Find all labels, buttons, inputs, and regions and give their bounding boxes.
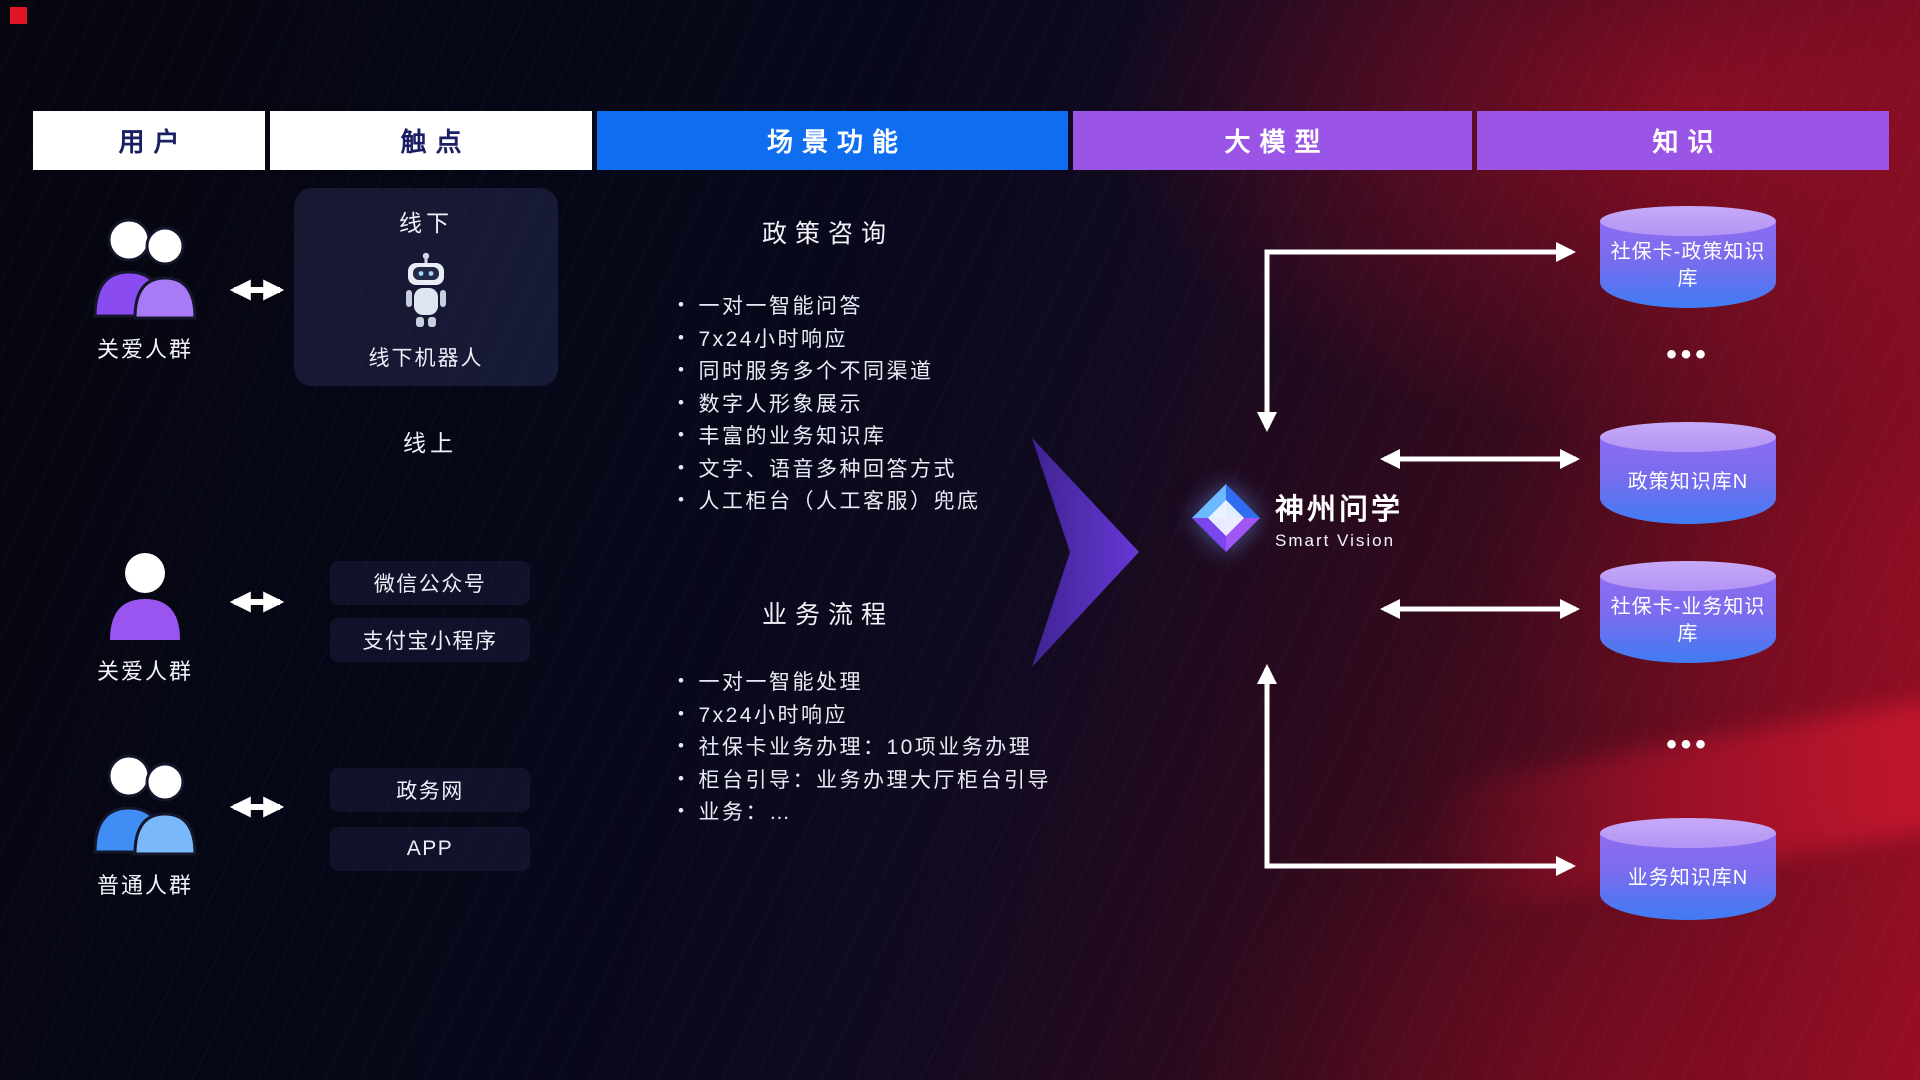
feature-item: 社保卡业务办理：10项业务办理 bbox=[678, 730, 1051, 763]
person-icon bbox=[110, 553, 180, 640]
feature-text: 丰富的业务知识库 bbox=[698, 425, 887, 449]
feature-text: 7x24小时响应 bbox=[698, 703, 848, 727]
robot-icon bbox=[406, 252, 446, 327]
cylinder-top bbox=[1600, 206, 1776, 236]
online-label: 线上 bbox=[403, 430, 457, 456]
feature-text: 一对一智能处理 bbox=[698, 671, 863, 695]
feature-text: 柜台引导：业务办理大厅柜台引导 bbox=[698, 768, 1051, 792]
feature-text: 文字、语音多种回答方式 bbox=[698, 457, 957, 481]
feature-text: 人工柜台（人工客服）兜底 bbox=[698, 490, 981, 514]
feature-item: 7x24小时响应 bbox=[678, 698, 1051, 731]
column-header-knowledge: 知识 bbox=[1477, 111, 1889, 170]
smart-vision-logo-icon bbox=[1192, 484, 1260, 552]
feature-item: 文字、语音多种回答方式 bbox=[678, 452, 980, 485]
cylinder-top bbox=[1600, 561, 1776, 591]
user-label: 关爱人群 bbox=[96, 337, 193, 362]
feature-item: 丰富的业务知识库 bbox=[678, 419, 980, 452]
kb-label: 社保卡-业务知识库 bbox=[1610, 596, 1766, 645]
knowledge-ellipsis-top: ••• bbox=[1666, 338, 1710, 371]
model-subtitle: Smart Vision bbox=[1275, 530, 1396, 550]
column-header-model: 大模型 bbox=[1073, 111, 1472, 170]
kb-policy-shebao: 社保卡-政策知识库 bbox=[1600, 206, 1776, 308]
channel-app: APP bbox=[330, 827, 530, 871]
section-title-policy-consult: 政策咨询 bbox=[762, 220, 895, 248]
flow-arrow bbox=[1032, 438, 1139, 667]
feature-item: 7x24小时响应 bbox=[678, 322, 980, 355]
offline-label: 线下 bbox=[399, 210, 453, 236]
user-general-group: 普通人群 bbox=[65, 748, 225, 900]
policy-consult-feature-list: 一对一智能问答 7x24小时响应 同时服务多个不同渠道 数字人形象展示 丰富的业… bbox=[678, 289, 980, 517]
user-care-group-1: 关爱人群 bbox=[65, 212, 225, 364]
feature-text: 社保卡业务办理：10项业务办理 bbox=[698, 736, 1033, 760]
channel-gov-web: 政务网 bbox=[330, 768, 530, 812]
arrow-model-to-business-kb-n bbox=[1257, 664, 1576, 876]
user-label: 普通人群 bbox=[96, 873, 193, 898]
feature-text: 数字人形象展示 bbox=[698, 392, 863, 416]
offline-touchpoint-card: 线下 线下机器人 bbox=[294, 188, 558, 386]
channel-alipay: 支付宝小程序 bbox=[330, 618, 530, 662]
feature-item: 人工柜台（人工客服）兜底 bbox=[678, 484, 980, 517]
kb-business-n: 业务知识库N bbox=[1600, 818, 1776, 920]
feature-item: 业务：… bbox=[678, 795, 1051, 828]
kb-label: 业务知识库N bbox=[1627, 866, 1749, 889]
column-header-scenarios: 场景功能 bbox=[597, 111, 1068, 170]
feature-text: 同时服务多个不同渠道 bbox=[698, 360, 934, 384]
user-care-group-2: 关爱人群 bbox=[65, 548, 225, 686]
smart-vision-model: 神州问学 Smart Vision bbox=[1190, 482, 1403, 554]
cylinder-top bbox=[1600, 422, 1776, 452]
section-title-business-process: 业务流程 bbox=[762, 601, 895, 629]
people-group-icon bbox=[93, 218, 197, 320]
feature-item: 一对一智能处理 bbox=[678, 665, 1051, 698]
column-header-users: 用户 bbox=[33, 111, 265, 170]
feature-text: 一对一智能问答 bbox=[698, 295, 863, 319]
corner-red-square bbox=[10, 7, 27, 24]
feature-item: 数字人形象展示 bbox=[678, 387, 980, 420]
user-label: 关爱人群 bbox=[96, 659, 193, 684]
business-process-feature-list: 一对一智能处理 7x24小时响应 社保卡业务办理：10项业务办理 柜台引导：业务… bbox=[678, 665, 1051, 828]
people-group-icon bbox=[93, 754, 197, 856]
kb-label: 政策知识库N bbox=[1627, 470, 1749, 493]
model-title-block: 神州问学 Smart Vision bbox=[1275, 486, 1403, 551]
kb-business-shebao: 社保卡-业务知识库 bbox=[1600, 561, 1776, 663]
knowledge-ellipsis-bottom: ••• bbox=[1666, 728, 1710, 761]
feature-item: 同时服务多个不同渠道 bbox=[678, 354, 980, 387]
column-header-touchpoints: 触点 bbox=[270, 111, 592, 170]
kb-policy-n: 政策知识库N bbox=[1600, 422, 1776, 524]
feature-text: 7x24小时响应 bbox=[698, 327, 848, 351]
arrow-model-to-policy-kb bbox=[1257, 242, 1576, 432]
feature-text: 业务：… bbox=[698, 801, 793, 825]
model-name: 神州问学 bbox=[1275, 493, 1404, 526]
offline-robot-label: 线下机器人 bbox=[368, 347, 484, 370]
kb-label: 社保卡-政策知识库 bbox=[1610, 241, 1766, 290]
feature-item: 柜台引导：业务办理大厅柜台引导 bbox=[678, 763, 1051, 796]
feature-item: 一对一智能问答 bbox=[678, 289, 980, 322]
channel-wechat: 微信公众号 bbox=[330, 561, 530, 605]
